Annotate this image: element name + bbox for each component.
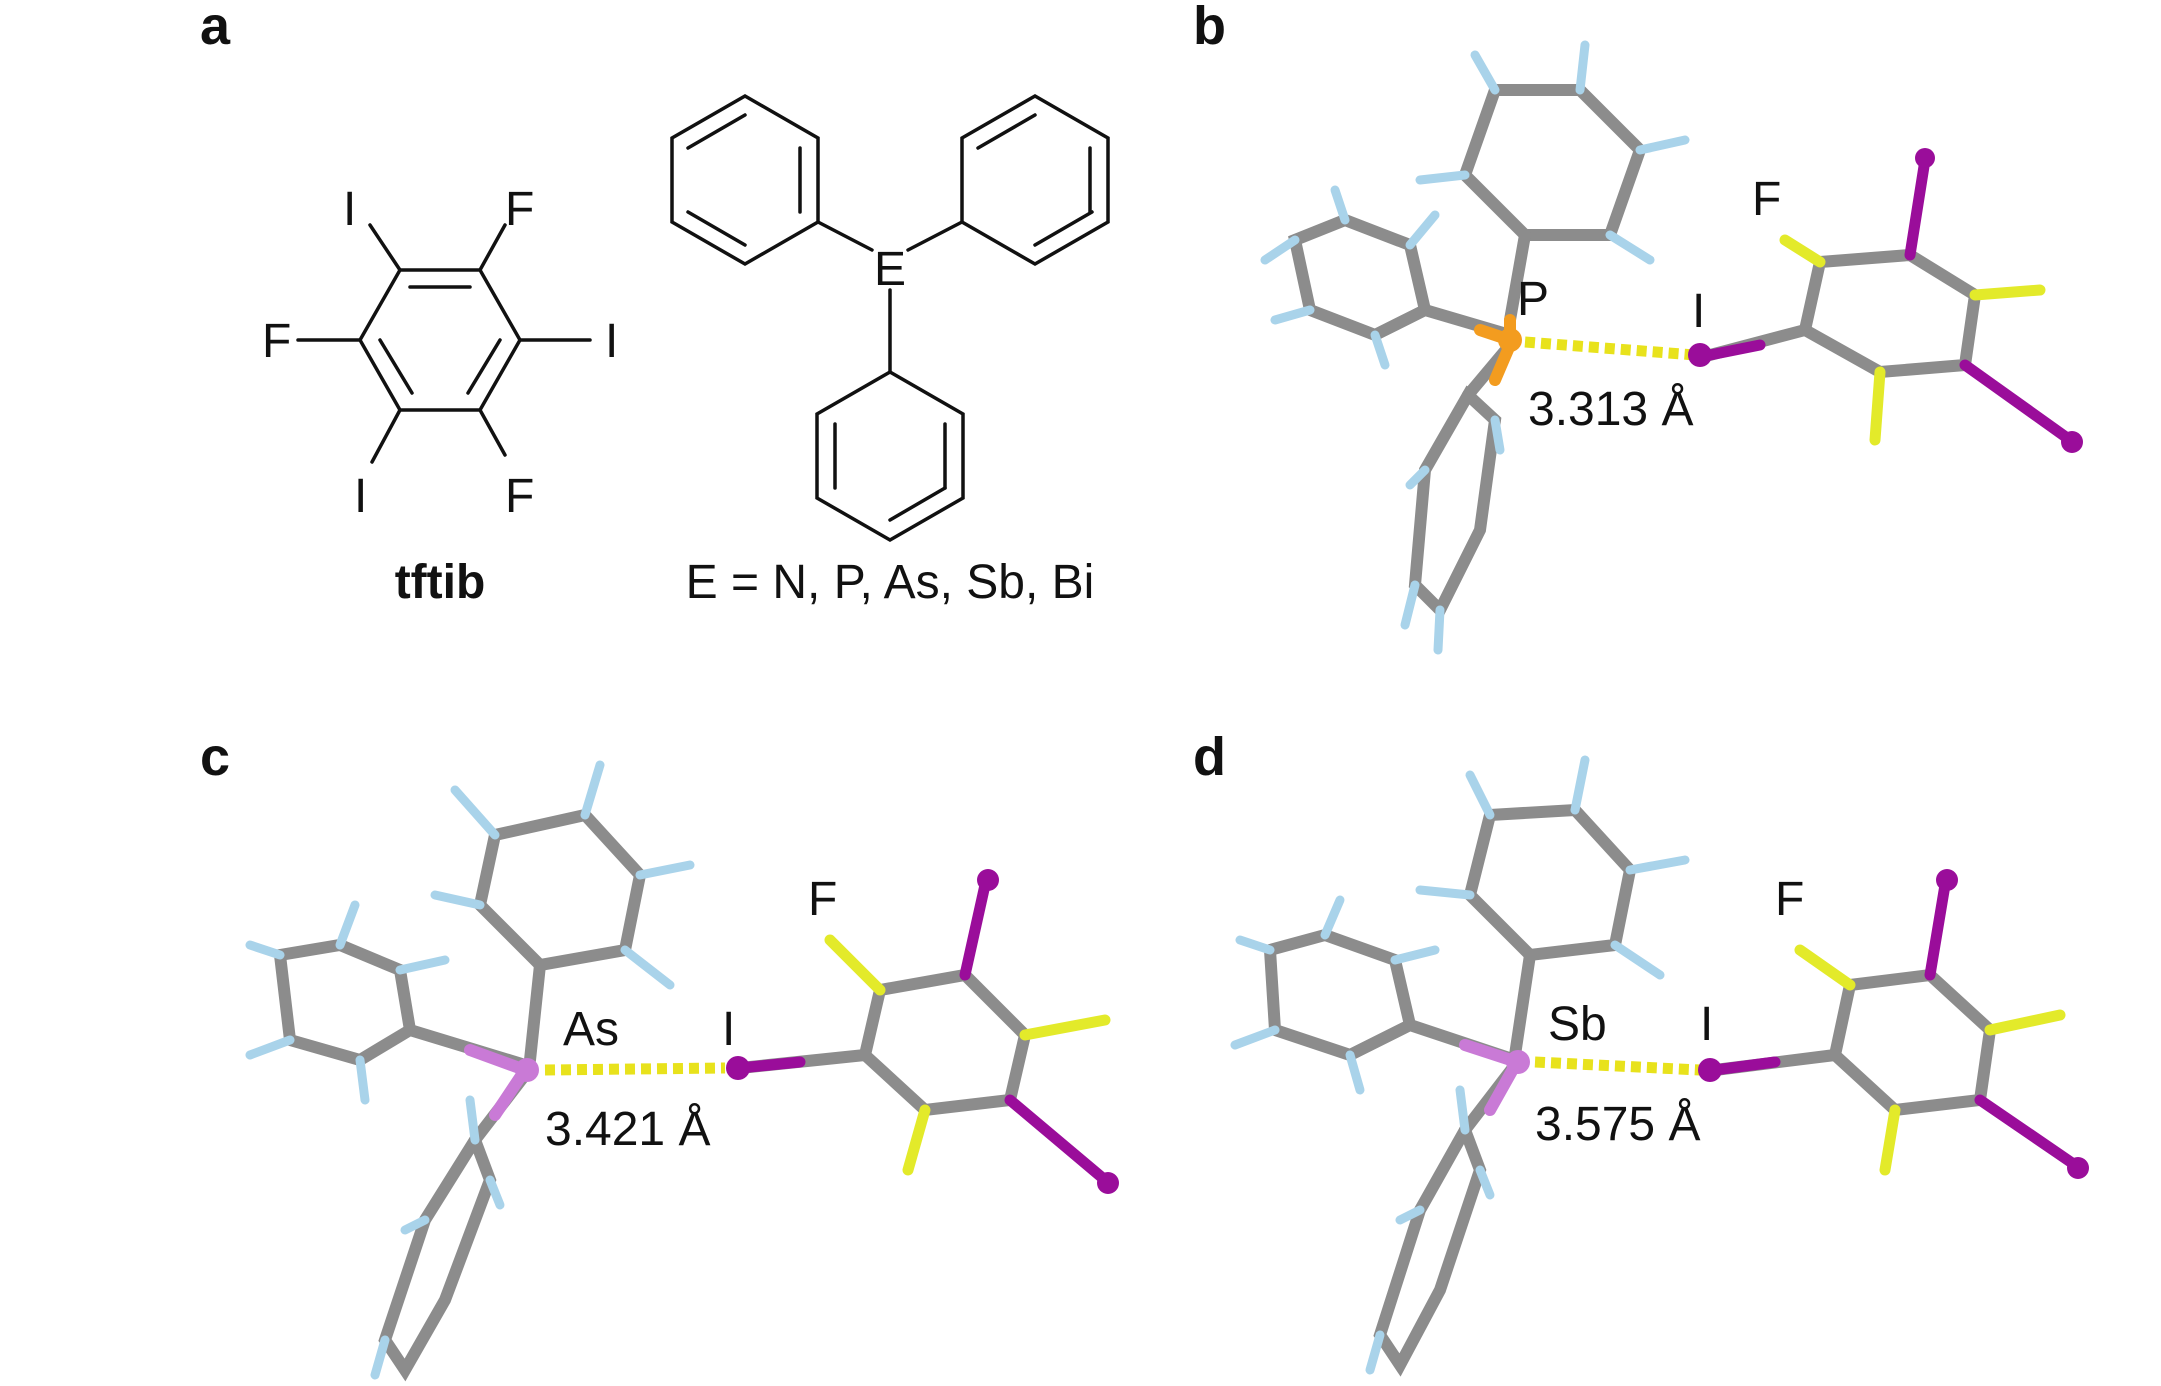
panel-letter-d: d [1193, 727, 1226, 787]
tftib-bond-I-top [368, 223, 402, 272]
upper-phenyl-hydrogens [1415, 40, 1690, 265]
distance-d: 3.575 Å [1535, 1098, 1700, 1151]
iodine-atom [1698, 1058, 1722, 1082]
tftib-bond-F-bottom [478, 408, 507, 457]
halogen-bond-contact [1524, 336, 1696, 361]
tftib-substituents [1704, 154, 2076, 446]
upper-phenyl-hydrogens [1415, 755, 1690, 980]
label-E-c: As [563, 1003, 619, 1056]
left-phenyl [273, 938, 531, 1071]
upper-phenyl-hydrogens [430, 760, 695, 990]
tftib-atom-F-left: F [262, 315, 291, 368]
triaryl-caption: E = N, P, As, Sb, Bi [686, 556, 1095, 609]
panel-letter-c: c [200, 727, 230, 787]
iodine-atom [1097, 1172, 1119, 1194]
lower-phenyl-hydrogens [370, 1095, 505, 1380]
arsenic-atom [515, 1058, 539, 1082]
panel-d: d [1193, 727, 2089, 1377]
halogen-bond-contact [1534, 1056, 1701, 1076]
upper-phenyl [1458, 84, 1647, 326]
lower-phenyl-hydrogens [1400, 415, 1505, 655]
label-F-c: F [808, 873, 837, 926]
lower-phenyl [378, 1069, 531, 1382]
label-I-c: I [722, 1003, 735, 1056]
center-atom-E: E [874, 243, 906, 296]
tftib-ring-3d [734, 968, 1032, 1117]
crystal-structure-b [1260, 40, 2083, 655]
panel-letter-a: a [200, 0, 231, 56]
tftib-ring [357, 268, 523, 412]
E-bond-right [906, 220, 964, 252]
iodine-atom [726, 1056, 750, 1080]
left-phenyl-hydrogens [1260, 185, 1440, 370]
E-bond-left [816, 220, 874, 252]
antimony-atom [1506, 1050, 1530, 1074]
iodine-atom [2067, 1157, 2089, 1179]
right-phenyl-inner [976, 113, 1037, 150]
panel-b: b [1193, 0, 2083, 655]
tftib-atom-F-bottom: F [505, 470, 534, 523]
tftib-atom-I-right: I [605, 315, 618, 368]
distance-b: 3.313 Å [1528, 383, 1693, 436]
tftib-atom-I-bottom: I [354, 470, 367, 523]
right-phenyl-ring [960, 93, 1110, 267]
left-phenyl-ring [670, 93, 820, 267]
label-E-d: Sb [1548, 998, 1607, 1051]
iodine-atom [977, 869, 999, 891]
tftib-inner-bond [378, 338, 414, 395]
tftib-bond-I-bottom [370, 408, 402, 464]
tftib-substituents [1709, 879, 2081, 1176]
iodine-atom [1688, 343, 1712, 367]
tftib-ring-3d [1709, 968, 1997, 1117]
tftib-atom-F-top: F [505, 183, 534, 236]
tftib-bond-F-top [478, 223, 507, 272]
triaryl-structure: E E = N, P, As, Sb, Bi [670, 93, 1110, 609]
left-phenyl-inner [686, 113, 747, 150]
iodine-atom [1915, 148, 1935, 168]
halogen-bond-contact [544, 1062, 726, 1076]
tftib-structure: I F F I I F tftib [262, 183, 618, 609]
left-phenyl [1263, 928, 1521, 1066]
crystal-structure-c [245, 760, 1119, 1382]
panel-a: a I F F I I F tftib [200, 0, 1110, 609]
phosphorus-atom [1498, 328, 1522, 352]
label-I-d: I [1700, 998, 1713, 1051]
label-F-d: F [1775, 873, 1804, 926]
crystal-structure-d [1230, 755, 2089, 1377]
label-F-b: F [1752, 173, 1781, 226]
iodine-atom [1936, 869, 1958, 891]
lower-phenyl-hydrogens [1365, 1085, 1495, 1375]
right-phenyl-inner [1033, 210, 1094, 247]
tftib-ring-3d [1704, 248, 1982, 379]
iodine-atom [2061, 431, 2083, 453]
tftib-substituents [734, 879, 1111, 1186]
bottom-phenyl-ring [815, 369, 965, 543]
left-phenyl-hydrogens [1230, 895, 1440, 1095]
panel-letter-b: b [1193, 0, 1226, 56]
distance-c: 3.421 Å [545, 1103, 710, 1156]
tftib-atom-I-top: I [343, 183, 356, 236]
left-phenyl-inner [686, 210, 747, 247]
label-E-b: P [1517, 273, 1549, 326]
tftib-name: tftib [395, 556, 486, 609]
label-I-b: I [1692, 285, 1705, 338]
left-phenyl-hydrogens [245, 900, 450, 1105]
left-phenyl [1288, 213, 1516, 342]
panel-c: c [200, 727, 1119, 1382]
tftib-inner-bond [466, 338, 502, 395]
bottom-phenyl-inner [888, 486, 947, 522]
